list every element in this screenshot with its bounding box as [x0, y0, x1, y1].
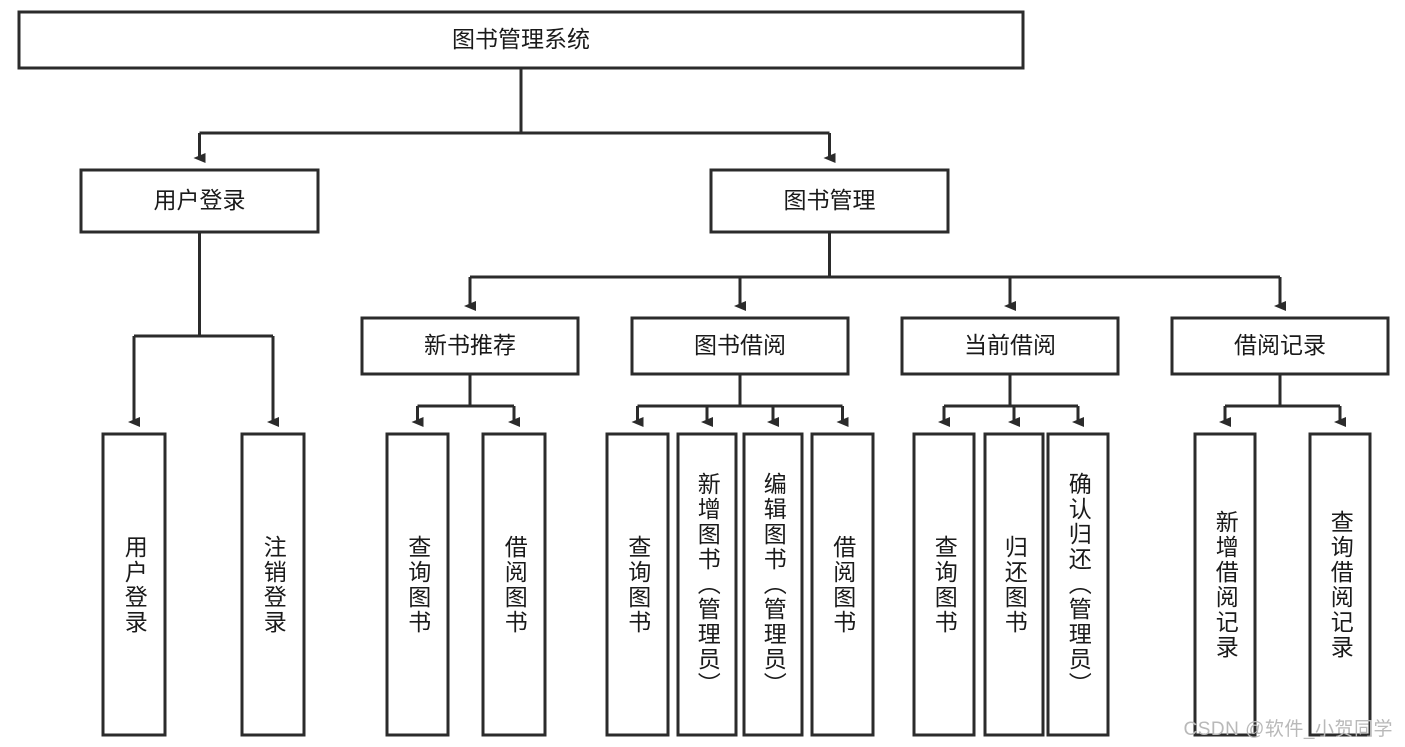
node-box-leaf-query-record[interactable]: [1308, 432, 1372, 737]
node-box-leaf-add-book[interactable]: [676, 432, 738, 737]
node-label-new-book-rec: 新书推荐: [424, 332, 516, 358]
node-box-user-login[interactable]: [79, 168, 320, 234]
node-box-current-borrow[interactable]: [900, 316, 1120, 376]
node-box-leaf-query-book-borrow[interactable]: [605, 432, 670, 737]
node-label-user-login: 用户登录: [154, 187, 246, 213]
node-box-leaf-borrow-book-rec[interactable]: [481, 432, 547, 737]
node-box-book-borrow[interactable]: [630, 316, 850, 376]
node-label-root: 图书管理系统: [452, 26, 590, 52]
node-label-book-borrow: 图书借阅: [694, 332, 786, 358]
node-box-new-book-rec[interactable]: [360, 316, 580, 376]
node-box-root[interactable]: [17, 10, 1025, 70]
node-box-leaf-return-book[interactable]: [983, 432, 1045, 737]
node-label-current-borrow: 当前借阅: [964, 332, 1056, 358]
node-box-leaf-user-login[interactable]: [101, 432, 167, 737]
node-box-leaf-borrow-book[interactable]: [810, 432, 875, 737]
node-box-leaf-query-book-cur[interactable]: [912, 432, 976, 737]
node-box-borrow-record[interactable]: [1170, 316, 1390, 376]
node-box-leaf-add-record[interactable]: [1193, 432, 1257, 737]
node-box-leaf-edit-book[interactable]: [742, 432, 804, 737]
connector-lines: [128, 68, 1346, 427]
node-boxes: [17, 10, 1390, 737]
node-box-book-manage[interactable]: [709, 168, 950, 234]
node-box-leaf-confirm-return[interactable]: [1046, 432, 1110, 737]
node-label-borrow-record: 借阅记录: [1234, 332, 1326, 358]
node-box-leaf-user-logout[interactable]: [240, 432, 306, 737]
node-box-leaf-query-book-rec[interactable]: [385, 432, 450, 737]
watermark-text: CSDN @软件_小贺同学: [1183, 719, 1393, 740]
node-label-book-manage: 图书管理: [784, 187, 876, 213]
